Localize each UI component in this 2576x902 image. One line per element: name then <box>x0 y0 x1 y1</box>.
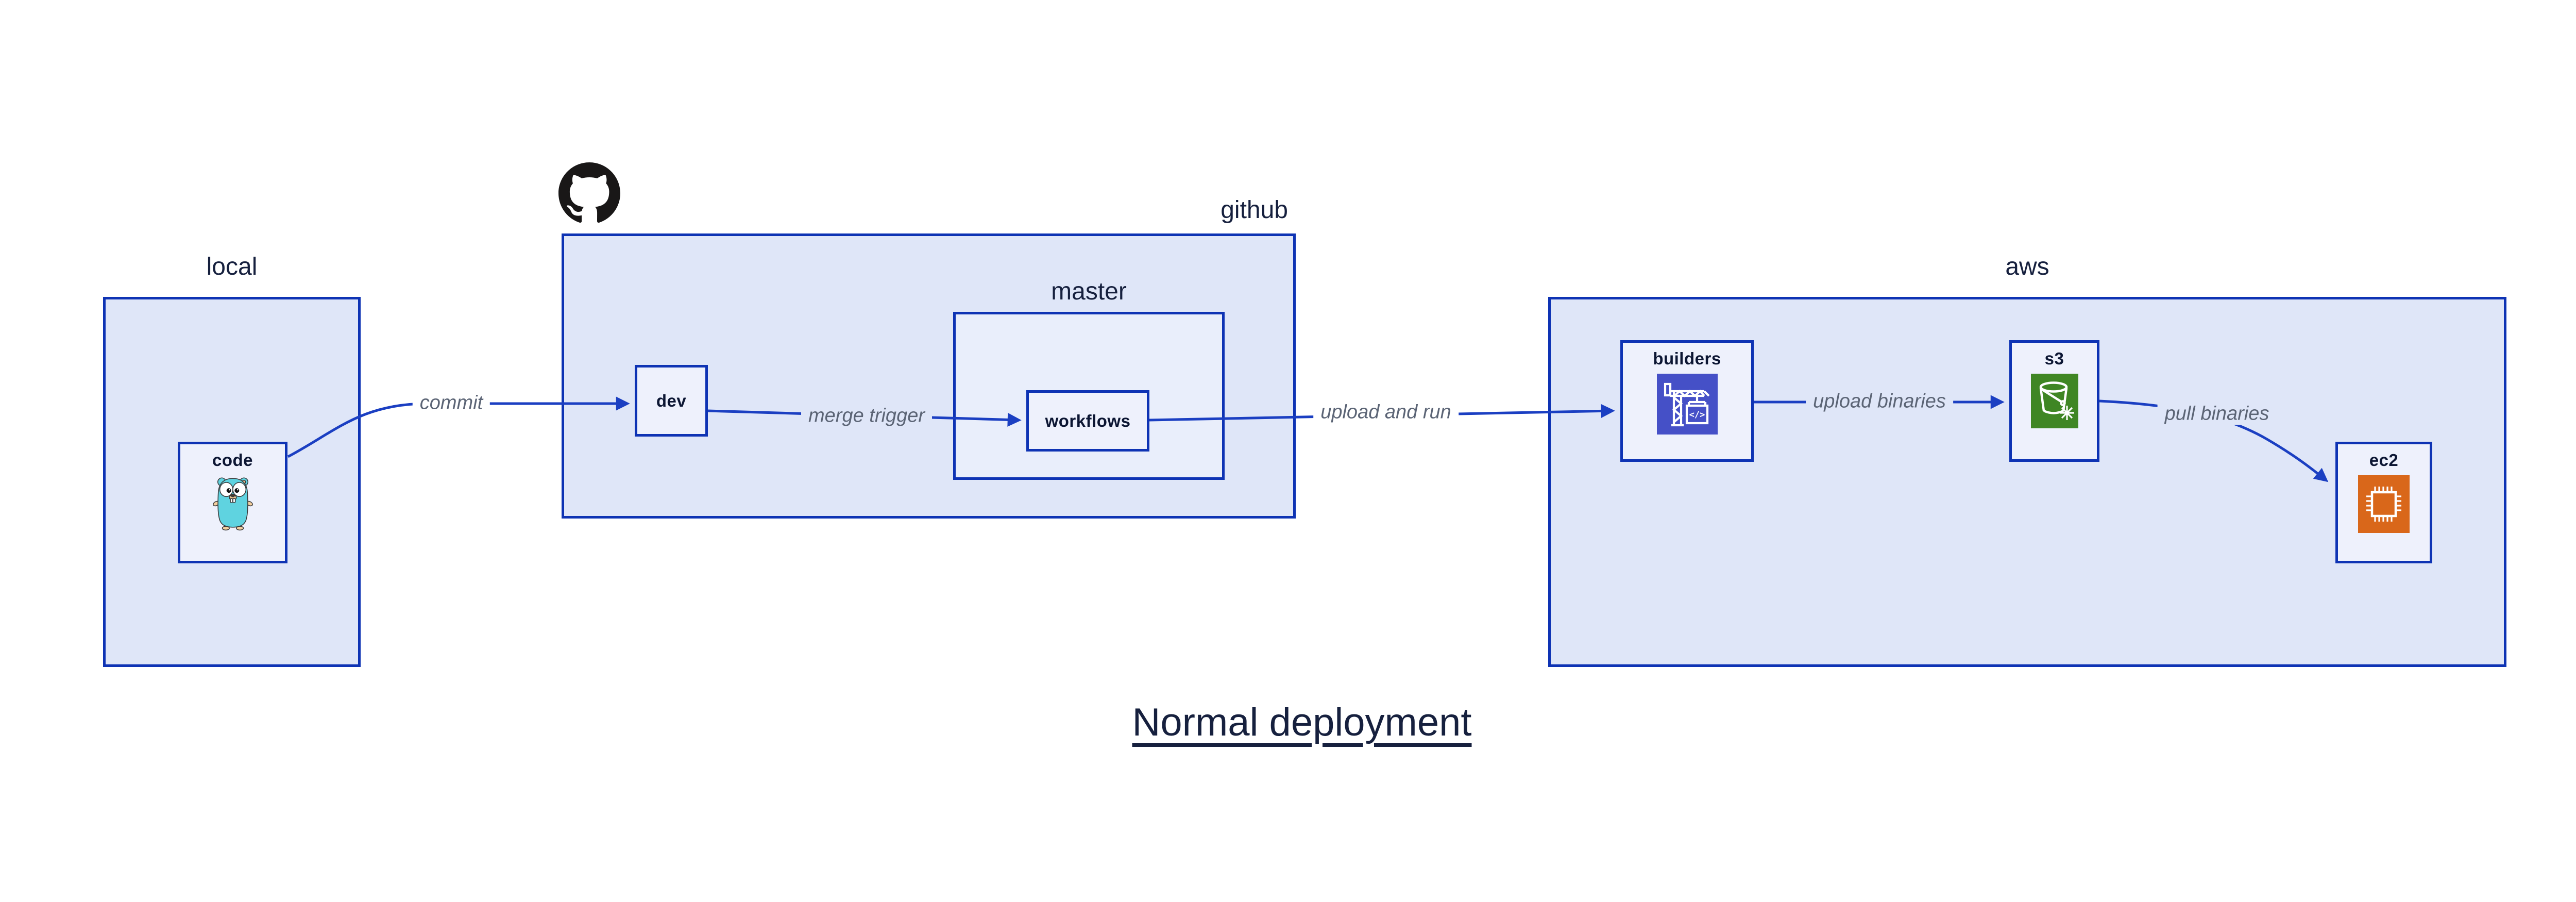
node-ec2: ec2 <box>2335 442 2432 563</box>
node-builders: builders </> <box>1620 340 1754 462</box>
node-label-workflows: workflows <box>1045 411 1131 430</box>
node-s3: s3 <box>2009 340 2099 462</box>
edge-label-commit: commit <box>412 392 490 414</box>
node-label-dev: dev <box>656 391 687 410</box>
container-label-github: github <box>1221 196 1288 224</box>
node-code: code <box>178 442 287 563</box>
aws-codebuild-icon: </> <box>1656 374 1718 435</box>
node-workflows: workflows <box>1026 390 1149 452</box>
edge-label-upload-and-run: upload and run <box>1313 401 1459 424</box>
edge-label-merge-trigger: merge trigger <box>801 405 932 427</box>
node-label-code: code <box>212 450 253 470</box>
node-label-s3: s3 <box>2044 349 2064 368</box>
go-gopher-icon <box>212 477 253 531</box>
container-label-master: master <box>1051 278 1127 305</box>
edge-label-upload-binaries: upload binaries <box>1806 390 1953 413</box>
node-dev: dev <box>635 365 708 437</box>
node-label-ec2: ec2 <box>2369 450 2399 470</box>
edge-label-pull-binaries: pull binaries <box>2157 403 2277 425</box>
svg-text:</>: </> <box>1689 410 1705 420</box>
aws-ec2-icon <box>2358 475 2410 533</box>
diagram-title: Normal deployment <box>1132 700 1472 744</box>
github-octocat-icon <box>558 162 620 223</box>
container-label-aws: aws <box>2005 253 2049 280</box>
container-label-local: local <box>206 253 258 280</box>
aws-s3-glacier-icon <box>2030 374 2078 428</box>
node-label-builders: builders <box>1653 349 1721 368</box>
